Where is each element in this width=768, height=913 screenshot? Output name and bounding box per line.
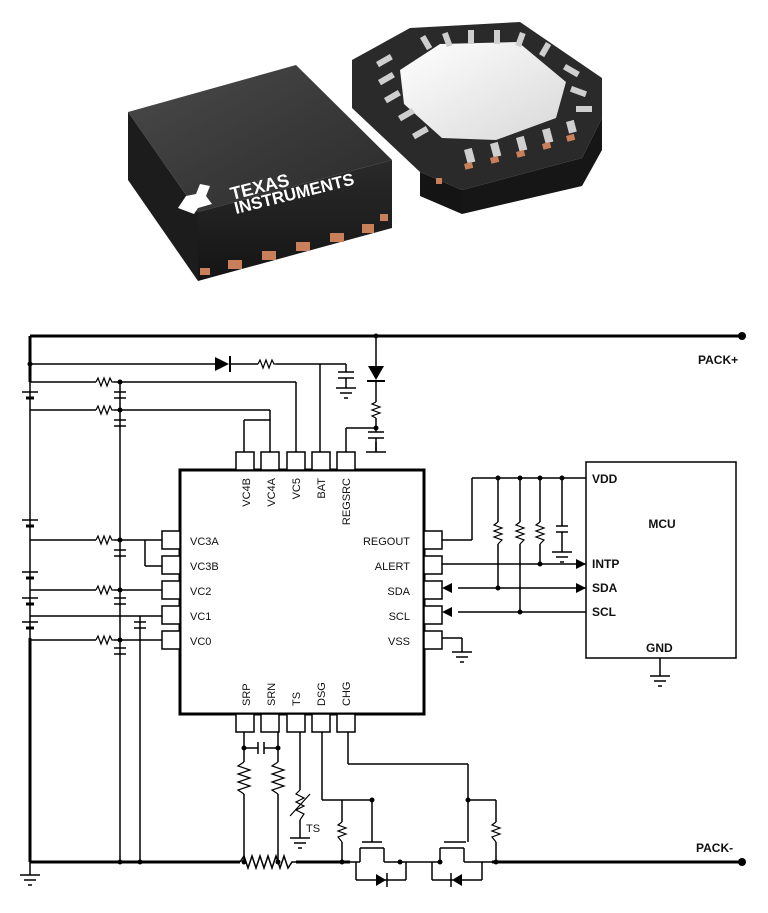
diode-regsrc [367, 366, 385, 382]
thermistor [289, 789, 311, 821]
pin-vc5: VC5 [291, 478, 303, 499]
mcu-pin-scl: SCL [592, 605, 616, 619]
mcu-title: MCU [648, 517, 675, 531]
package-front-illustration [128, 65, 392, 281]
pin-dsg: DSG [316, 682, 328, 706]
mcu-pin-vdd: VDD [592, 472, 618, 486]
mcu-pin-intp: INTP [592, 557, 619, 571]
thermistor-label: TS [306, 823, 320, 835]
pin-vc4a: VC4A [266, 477, 278, 506]
mcu-body [585, 461, 737, 659]
pin-vc0: VC0 [190, 636, 211, 648]
mcu-pin-gnd: GND [646, 641, 673, 655]
schematic-wires [28, 334, 742, 881]
signal-arrows [442, 559, 586, 617]
pin-alert: ALERT [375, 561, 411, 573]
capacitors [114, 371, 568, 754]
pin-ts: TS [291, 692, 303, 706]
pack-minus-label: PACK- [696, 841, 733, 855]
diode-bat [215, 356, 231, 372]
resistors [95, 358, 546, 871]
pin-vc1: VC1 [190, 611, 211, 623]
ground-symbols [20, 387, 670, 886]
pin-sda: SDA [387, 586, 410, 598]
pin-vc4b: VC4B [241, 478, 253, 507]
ic-pin-stubs [161, 451, 443, 733]
pack-plus-label: PACK+ [698, 353, 738, 367]
pin-vss: VSS [388, 636, 410, 648]
pin-srn: SRN [266, 683, 278, 706]
pin-chg: CHG [341, 682, 353, 706]
pin-srp: SRP [241, 683, 253, 706]
fet-diodes [376, 873, 462, 887]
mcu-pin-sda: SDA [592, 581, 618, 595]
pin-regsrc: REGSRC [341, 478, 353, 525]
pin-vc3b: VC3B [190, 561, 219, 573]
pin-scl: SCL [389, 611, 410, 623]
pin-vc2: VC2 [190, 586, 211, 598]
junction-dots [27, 333, 565, 865]
pin-bat: BAT [316, 478, 328, 499]
pin-vc3a: VC3A [190, 536, 219, 548]
pin-regout: REGOUT [363, 536, 410, 548]
battery-cells [22, 391, 38, 630]
package-back-illustration [352, 22, 602, 214]
